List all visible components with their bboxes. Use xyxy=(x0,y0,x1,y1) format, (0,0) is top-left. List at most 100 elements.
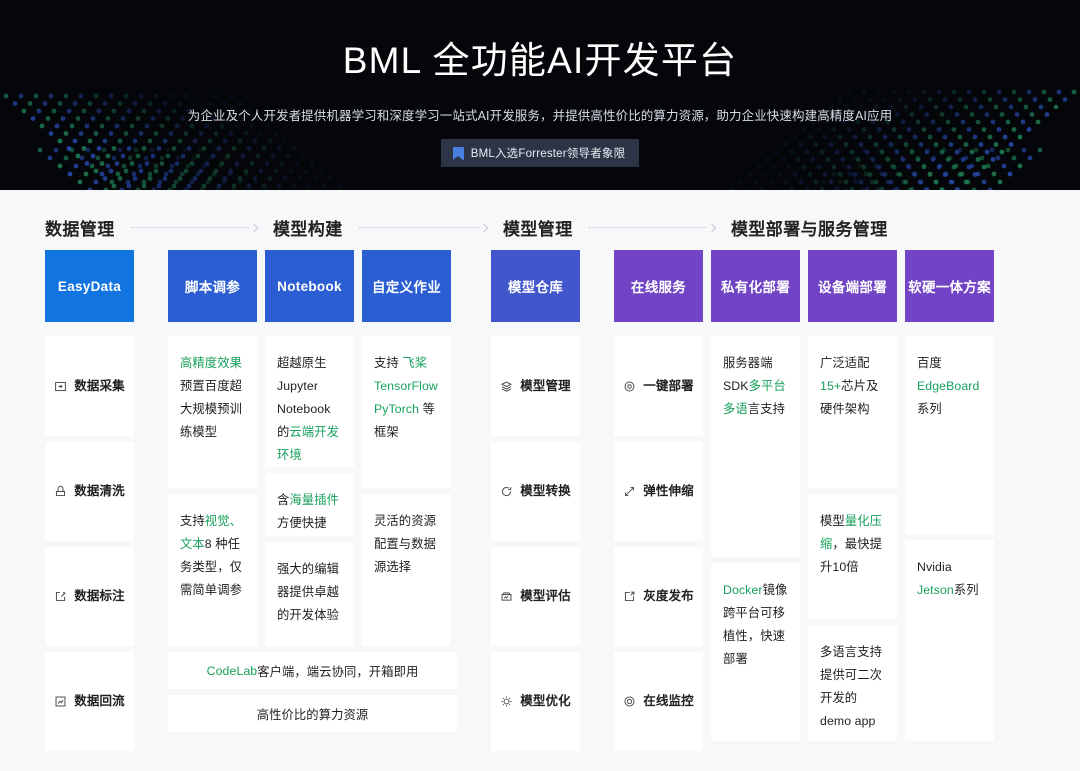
group-deployment: 在线服务 一键部署 弹性伸缩 灰度发布 xyxy=(614,250,994,757)
column-header-private-deploy[interactable]: 私有化部署 xyxy=(711,250,800,322)
column-header-notebook[interactable]: Notebook xyxy=(265,250,354,322)
card-text-body: Nvidia xyxy=(917,560,952,574)
card-text-body: 服务器端SDK xyxy=(723,356,773,393)
gray-release-icon xyxy=(623,590,636,603)
card-text-body: 多语言支持提供可二次开发的demo app xyxy=(820,645,882,728)
card-text-body: 含 xyxy=(277,493,290,507)
card-text[interactable]: 模型量化压缩，最快提升10倍 xyxy=(808,494,897,619)
forrester-badge-label: BML入选Forrester领导者象限 xyxy=(470,148,626,161)
notebook-card-list: 超越原生 Jupyter Notebook 的云端开发环境 含海量插件方便快捷 … xyxy=(265,336,354,652)
custom-job-card-list: 支持 飞桨 TensorFlow PyTorch 等框架 灵活的资源配置与数据源… xyxy=(362,336,451,652)
card-highlight-text: Docker xyxy=(723,583,763,597)
card-label: 数据采集 xyxy=(74,378,125,393)
card-text-body: 芯片及硬件架构 xyxy=(820,379,879,416)
card-text[interactable]: 含海量插件方便快捷 xyxy=(265,473,354,536)
column-header-hw-sw[interactable]: 软硬一体方案 xyxy=(905,250,994,322)
card-text[interactable]: 百度EdgeBoard系列 xyxy=(905,336,994,534)
card-text[interactable]: Docker镜像跨平台可移植性，快速部署 xyxy=(711,563,800,741)
layers-icon xyxy=(500,380,513,393)
capability-board: 数据管理 模型构建 模型管理 模型部署与服务管理 EasyData 数据采集 xyxy=(0,190,1080,757)
card-text-body: 方便快捷 xyxy=(277,516,327,530)
card-highlight-text: 飞桨 TensorFlow PyTorch xyxy=(374,356,438,416)
column-custom-job: 自定义作业 支持 飞桨 TensorFlow PyTorch 等框架 灵活的资源… xyxy=(362,250,451,652)
card-data-reflow[interactable]: 数据回流 xyxy=(45,652,134,751)
column-private-deploy: 私有化部署 服务器端SDK多平台多语言支持 Docker镜像跨平台可移植性，快速… xyxy=(711,250,800,757)
card-label: 数据清洗 xyxy=(74,484,125,498)
card-label: 灰度发布 xyxy=(643,589,694,603)
column-header-easydata[interactable]: EasyData xyxy=(45,250,134,322)
card-text-body: 等框架 xyxy=(374,402,436,439)
column-online-service: 在线服务 一键部署 弹性伸缩 灰度发布 xyxy=(614,250,703,757)
card-label: 一键部署 xyxy=(643,378,694,393)
card-model-optimize[interactable]: 模型优化 xyxy=(491,652,580,751)
script-tuning-card-list: 高精度效果预置百度超大规模预训练模型 支持视觉、文本8 种任务类型，仅需简单调参 xyxy=(168,336,257,652)
card-highlight-text: 云端开发环境 xyxy=(277,425,339,462)
online-monitor-icon xyxy=(623,695,636,708)
card-text[interactable]: 服务器端SDK多平台多语言支持 xyxy=(711,336,800,557)
forrester-badge[interactable]: BML入选Forrester领导者象限 xyxy=(440,139,640,168)
card-text[interactable]: 超越原生 Jupyter Notebook 的云端开发环境 xyxy=(265,336,354,467)
card-label: 模型管理 xyxy=(520,378,571,393)
card-text[interactable]: 支持视觉、文本8 种任务类型，仅需简单调参 xyxy=(168,494,257,646)
card-label: 数据回流 xyxy=(74,694,125,708)
column-header-model-repo[interactable]: 模型仓库 xyxy=(491,250,580,322)
card-text-body: 模型 xyxy=(820,514,845,528)
card-data-collect[interactable]: 数据采集 xyxy=(45,336,134,436)
card-label: 数据标注 xyxy=(74,589,125,603)
card-label: 模型优化 xyxy=(520,694,571,708)
section-header-deploy: 模型部署与服务管理 xyxy=(731,215,1035,240)
card-text[interactable]: 广泛适配15+芯片及硬件架构 xyxy=(808,336,897,488)
card-text-body: 支持 xyxy=(180,514,205,528)
card-text-body: 言支持 xyxy=(747,402,785,416)
hero-banner: BML 全功能AI开发平台 为企业及个人开发者提供机器学习和深度学习一站式AI开… xyxy=(0,0,1080,190)
convert-icon xyxy=(500,485,513,498)
section-header-row: 数据管理 模型构建 模型管理 模型部署与服务管理 xyxy=(45,190,1035,250)
group-model-management: 模型仓库 模型管理 模型转换 模型评估 xyxy=(491,250,580,757)
column-header-script-tuning[interactable]: 脚本调参 xyxy=(168,250,257,322)
elastic-scale-icon xyxy=(623,485,636,498)
card-text[interactable]: 多语言支持提供可二次开发的demo app xyxy=(808,625,897,741)
column-script-tuning: 脚本调参 高精度效果预置百度超大规模预训练模型 支持视觉、文本8 种任务类型，仅… xyxy=(168,250,257,652)
private-deploy-card-list: 服务器端SDK多平台多语言支持 Docker镜像跨平台可移植性，快速部署 xyxy=(711,336,800,747)
card-highlight-text: 海量插件 xyxy=(289,493,339,507)
column-hw-sw: 软硬一体方案 百度EdgeBoard系列 Nvidia Jetson系列 xyxy=(905,250,994,757)
card-data-annotate[interactable]: 数据标注 xyxy=(45,547,134,646)
card-gray-release[interactable]: 灰度发布 xyxy=(614,547,703,646)
card-highlight-text: 量化压缩 xyxy=(820,514,882,551)
card-one-click-deploy[interactable]: 一键部署 xyxy=(614,336,703,436)
wide-card-compute[interactable]: 高性价比的算力资源 xyxy=(168,695,457,732)
column-header-device-deploy[interactable]: 设备端部署 xyxy=(808,250,897,322)
card-text-body: 强大的编辑器提供卓越的开发体验 xyxy=(277,562,339,622)
column-model-repo: 模型仓库 模型管理 模型转换 模型评估 xyxy=(491,250,580,757)
card-model-manage[interactable]: 模型管理 xyxy=(491,336,580,436)
section-header-manage: 模型管理 xyxy=(503,215,731,240)
card-model-evaluate[interactable]: 模型评估 xyxy=(491,547,580,646)
card-text[interactable]: 强大的编辑器提供卓越的开发体验 xyxy=(265,542,354,646)
card-elastic-scale[interactable]: 弹性伸缩 xyxy=(614,442,703,541)
card-text[interactable]: 支持 飞桨 TensorFlow PyTorch 等框架 xyxy=(362,336,451,488)
hw-sw-card-list: 百度EdgeBoard系列 Nvidia Jetson系列 xyxy=(905,336,994,747)
bookmark-icon xyxy=(452,146,464,160)
section-title: 模型部署与服务管理 xyxy=(731,219,888,239)
card-online-monitor[interactable]: 在线监控 xyxy=(614,652,703,751)
card-model-convert[interactable]: 模型转换 xyxy=(491,442,580,541)
easydata-card-list: 数据采集 数据清洗 数据标注 数据回流 xyxy=(45,336,134,757)
card-text-body: 预置百度超大规模预训练模型 xyxy=(180,379,242,439)
card-text[interactable]: 高精度效果预置百度超大规模预训练模型 xyxy=(168,336,257,488)
card-data-clean[interactable]: 数据清洗 xyxy=(45,442,134,541)
card-highlight-text: CodeLab xyxy=(206,663,258,678)
connector-arrow-icon xyxy=(130,222,257,232)
card-label: 在线监控 xyxy=(643,694,694,708)
column-header-online-service[interactable]: 在线服务 xyxy=(614,250,703,322)
column-notebook: Notebook 超越原生 Jupyter Notebook 的云端开发环境 含… xyxy=(265,250,354,652)
card-text[interactable]: 灵活的资源配置与数据源选择 xyxy=(362,494,451,646)
card-text[interactable]: Nvidia Jetson系列 xyxy=(905,540,994,741)
card-text-body: 百度 xyxy=(917,356,942,370)
page-title: BML 全功能AI开发平台 xyxy=(342,40,738,81)
card-highlight-text: 视觉、文本 xyxy=(180,514,242,551)
card-highlight-text: 多平台多语 xyxy=(723,379,786,416)
card-highlight-text: Jetson xyxy=(917,583,954,597)
column-header-custom-job[interactable]: 自定义作业 xyxy=(362,250,451,322)
